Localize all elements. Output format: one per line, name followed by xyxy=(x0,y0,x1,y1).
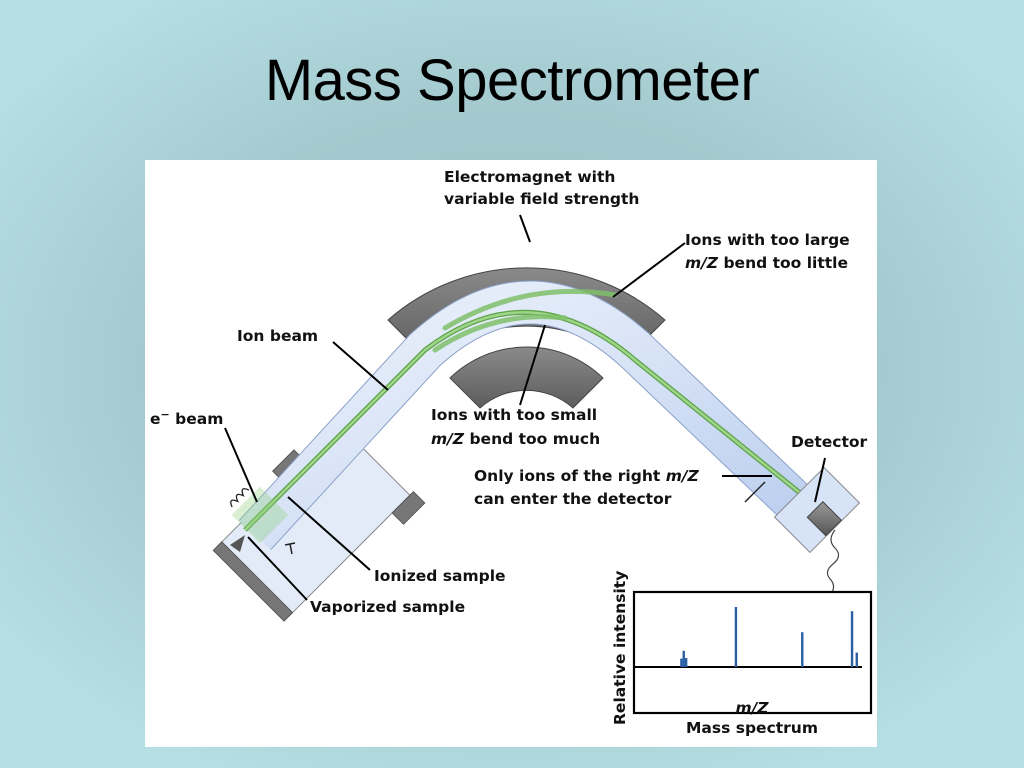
leader-e-beam xyxy=(224,427,258,503)
label-right-mz-2: can enter the detector xyxy=(474,490,672,508)
label-electromagnet-2: variable field strength xyxy=(444,190,639,208)
label-ion-beam: Ion beam xyxy=(237,327,318,345)
leader-ionized xyxy=(287,496,371,571)
ion-path-too-large xyxy=(442,288,618,331)
mass-spectrometer-figure: Electromagnet with variable field streng… xyxy=(145,160,877,747)
diagram-svg: Electromagnet with variable field streng… xyxy=(150,168,873,737)
detector xyxy=(806,501,842,537)
label-too-small-1: Ions with too small xyxy=(431,406,597,424)
leader-too-large xyxy=(612,242,686,298)
mass-spectrum-chart: Relative intensity m/Z Mass spectrum xyxy=(611,571,873,737)
leader-ion-beam xyxy=(332,341,389,391)
label-e-beam: e− beam xyxy=(150,408,223,428)
leader-electromagnet xyxy=(519,214,531,243)
leader-too-small xyxy=(519,324,546,406)
spectrum-title: Mass spectrum xyxy=(686,719,818,737)
label-too-large-1: Ions with too large xyxy=(685,231,850,249)
label-right-mz-1: Only ions of the right m/Z xyxy=(474,467,699,485)
leader-vaporized xyxy=(247,536,308,601)
slide-title: Mass Spectrometer xyxy=(264,48,760,113)
label-ionized-sample: Ionized sample xyxy=(374,567,506,585)
label-electromagnet-1: Electromagnet with xyxy=(444,168,615,186)
sample-inlet-icon xyxy=(230,535,245,552)
label-too-large-2: m/Z bend too little xyxy=(685,254,848,272)
ion-path-too-small xyxy=(432,314,568,353)
spectrum-ylabel: Relative intensity xyxy=(611,571,629,725)
label-too-small-2: m/Z bend too much xyxy=(431,430,600,448)
label-detector: Detector xyxy=(791,433,868,451)
electromagnet-inner xyxy=(449,346,604,409)
spectrum-frame xyxy=(632,590,873,715)
spectrum-peaks xyxy=(680,607,858,667)
label-vaporized-sample: Vaporized sample xyxy=(310,598,465,616)
leader-detector xyxy=(814,457,826,503)
filament-icon xyxy=(230,488,250,508)
exit-slit xyxy=(744,481,766,503)
spectrum-xlabel: m/Z xyxy=(735,699,769,717)
